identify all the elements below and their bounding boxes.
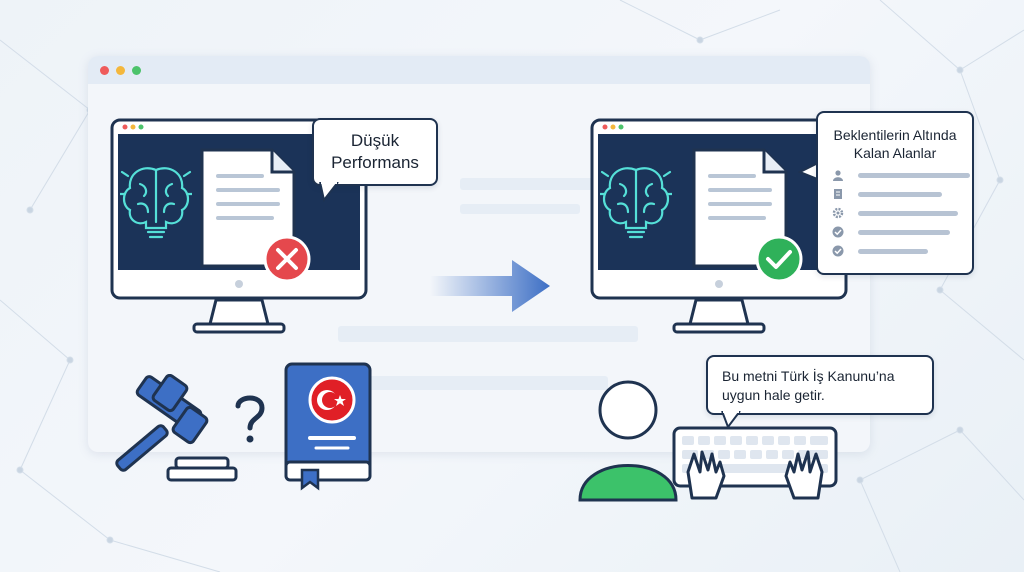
list-item (832, 225, 950, 239)
placeholder-line (460, 204, 580, 214)
bubble-line-2: Performans (331, 153, 419, 172)
question-mark-icon (235, 395, 265, 443)
bubble-tail (319, 182, 339, 203)
gavel-icon (115, 374, 238, 482)
improvement-areas-bubble: Beklentilerin Altında Kalan Alanlar (816, 111, 974, 275)
list-item (832, 187, 942, 201)
keyboard-icon (672, 426, 838, 500)
list-item (832, 206, 958, 220)
check-icon (832, 226, 844, 238)
placeholder-line (368, 376, 608, 390)
bubble-tail (721, 411, 741, 430)
placeholder-line (338, 326, 638, 342)
bubble-line-2: Kalan Alanlar (853, 145, 937, 161)
arrow-right-icon (430, 260, 550, 312)
list-item (832, 244, 928, 258)
brain-icon (120, 167, 192, 239)
document-icon (834, 189, 842, 199)
placeholder-line (460, 178, 610, 190)
check-icon (832, 245, 844, 257)
maximize-dot-icon (132, 65, 141, 75)
x-circle-icon (263, 235, 311, 283)
close-dot-icon (100, 65, 109, 75)
law-book-icon (284, 362, 372, 491)
bubble-line-1: Beklentilerin Altında (833, 127, 957, 143)
bubble-line-1: Düşük (350, 131, 400, 150)
window-titlebar (88, 56, 870, 84)
document-icon (692, 148, 788, 268)
brain-icon (600, 167, 672, 239)
prompt-line-1: Bu metni Türk İş Kanunu’na (722, 368, 895, 384)
list-item (832, 168, 970, 182)
minimize-dot-icon (116, 65, 125, 75)
user-prompt-bubble: Bu metni Türk İş Kanunu’na uygun hale ge… (706, 355, 934, 415)
user-avatar-icon (578, 380, 678, 502)
document-icon (200, 148, 296, 268)
low-performance-bubble: Düşük Performans (312, 118, 438, 186)
gear-icon (832, 207, 844, 219)
prompt-line-2: uygun hale getir. (722, 387, 825, 403)
check-circle-icon (755, 235, 803, 283)
user-icon (833, 170, 843, 181)
